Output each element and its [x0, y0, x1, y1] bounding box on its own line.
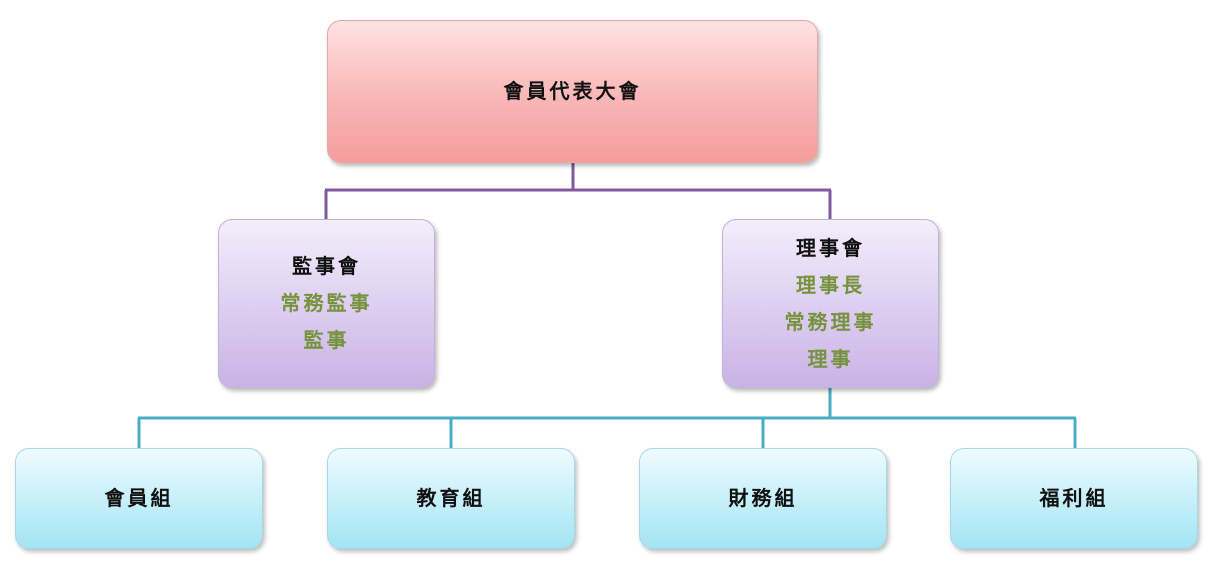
group-title: 教育組 [416, 486, 486, 510]
assembly-node: 會員代表大會 [327, 20, 818, 163]
group-node: 財務組 [639, 448, 887, 549]
supervisors-role: 常務監事 [280, 291, 373, 315]
directors-role: 常務理事 [784, 309, 877, 334]
groups-connector [137, 388, 1077, 448]
directors-role: 理事長 [796, 272, 865, 297]
group-title: 會員組 [104, 486, 174, 510]
assembly-connector [324, 163, 832, 219]
group-title: 福利組 [1039, 486, 1109, 510]
group-node: 會員組 [15, 448, 263, 549]
supervisors-title: 監事會 [292, 254, 361, 278]
directors-title: 理事會 [796, 235, 865, 260]
directors-role: 理事 [807, 346, 854, 371]
supervisors-node: 監事會 常務監事 監事 [218, 219, 435, 388]
assembly-title: 會員代表大會 [503, 79, 642, 103]
group-title: 財務組 [728, 486, 798, 510]
group-node: 福利組 [950, 448, 1198, 549]
group-node: 教育組 [327, 448, 575, 549]
supervisors-role: 監事 [303, 328, 350, 352]
directors-node: 理事會 理事長 常務理事 理事 [722, 219, 939, 388]
